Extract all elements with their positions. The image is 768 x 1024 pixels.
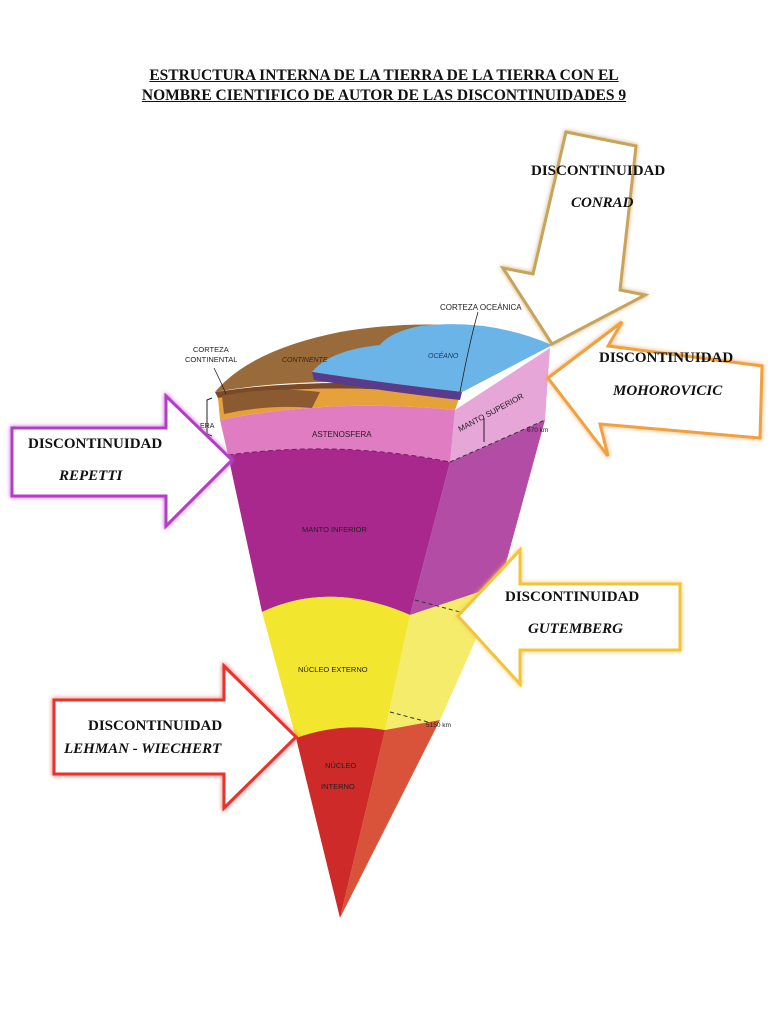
arrow-conrad — [499, 130, 650, 346]
front-astenosfera — [220, 405, 455, 462]
arrow-mohorovicic — [545, 320, 764, 457]
label-litosfera-fragment: ERA — [200, 423, 215, 430]
title-line-1: ESTRUCTURA INTERNA DE LA TIERRA DE LA TI… — [149, 67, 619, 84]
arrow-gutemberg — [455, 546, 682, 688]
label-corteza-continental-2: CONTINENTAL — [185, 355, 237, 364]
repetti-heading: DISCONTINUIDAD — [28, 436, 163, 452]
leader-corteza-continental — [213, 367, 227, 395]
side-nucleo-interno — [340, 720, 440, 918]
conrad-heading: DISCONTINUIDAD — [531, 163, 666, 179]
dashed-line-astenosfera — [227, 448, 451, 463]
front-nucleo-interno — [296, 727, 385, 918]
leader-corteza-oceanica — [459, 311, 479, 393]
earth-wedge: CORTEZA OCEÁNICA CORTEZA CONTINENTAL CON… — [185, 303, 552, 918]
lehman-heading: DISCONTINUIDAD — [88, 718, 223, 734]
label-670: 670 km — [527, 427, 548, 434]
lehman-name: LEHMAN - WIECHERT — [64, 741, 222, 757]
page-title: ESTRUCTURA INTERNA DE LA TIERRA DE LA TI… — [0, 66, 768, 106]
label-astenosfera: ASTENOSFERA — [312, 430, 372, 439]
dashed-line-670 — [449, 419, 546, 463]
repetti-name: REPETTI — [59, 468, 123, 484]
label-manto-inferior: MANTO INFERIOR — [302, 525, 367, 534]
label-oceano: OCÉANO — [428, 351, 459, 360]
front-nucleo-externo — [262, 596, 410, 738]
arrow-repetti — [10, 392, 235, 530]
mohorovicic-heading: DISCONTINUIDAD — [599, 350, 734, 366]
label-nucleo-interno-2: INTERNO — [321, 782, 355, 791]
arrow-lehman — [52, 662, 299, 812]
label-nucleo-externo: NÚCLEO EXTERNO — [298, 665, 368, 674]
label-nucleo-interno-1: NÚCLEO — [325, 761, 356, 770]
conrad-name: CONRAD — [571, 195, 634, 211]
label-continente: CONTINENTE — [282, 357, 328, 364]
side-manto-inferior — [410, 420, 545, 615]
side-manto-superior — [450, 348, 550, 462]
litosfera-bracket — [206, 397, 213, 437]
label-corteza-oceanica: CORTEZA OCEÁNICA — [440, 303, 522, 312]
mohorovicic-name: MOHOROVICIC — [613, 383, 723, 399]
top-surface-ocean — [312, 324, 552, 392]
dashed-line-gutemberg — [414, 599, 461, 613]
continental-root — [222, 389, 320, 414]
gutemberg-heading: DISCONTINUIDAD — [505, 589, 640, 605]
title-line-2: NOMBRE CIENTIFICO DE AUTOR DE LAS DISCON… — [141, 87, 627, 104]
gutemberg-name: GUTEMBERG — [528, 621, 624, 637]
ocean-crust-strip — [312, 372, 462, 400]
label-corteza-continental-1: CORTEZA — [193, 345, 229, 354]
front-manto-inferior — [228, 448, 450, 615]
label-5150: 5150 km — [426, 722, 451, 729]
